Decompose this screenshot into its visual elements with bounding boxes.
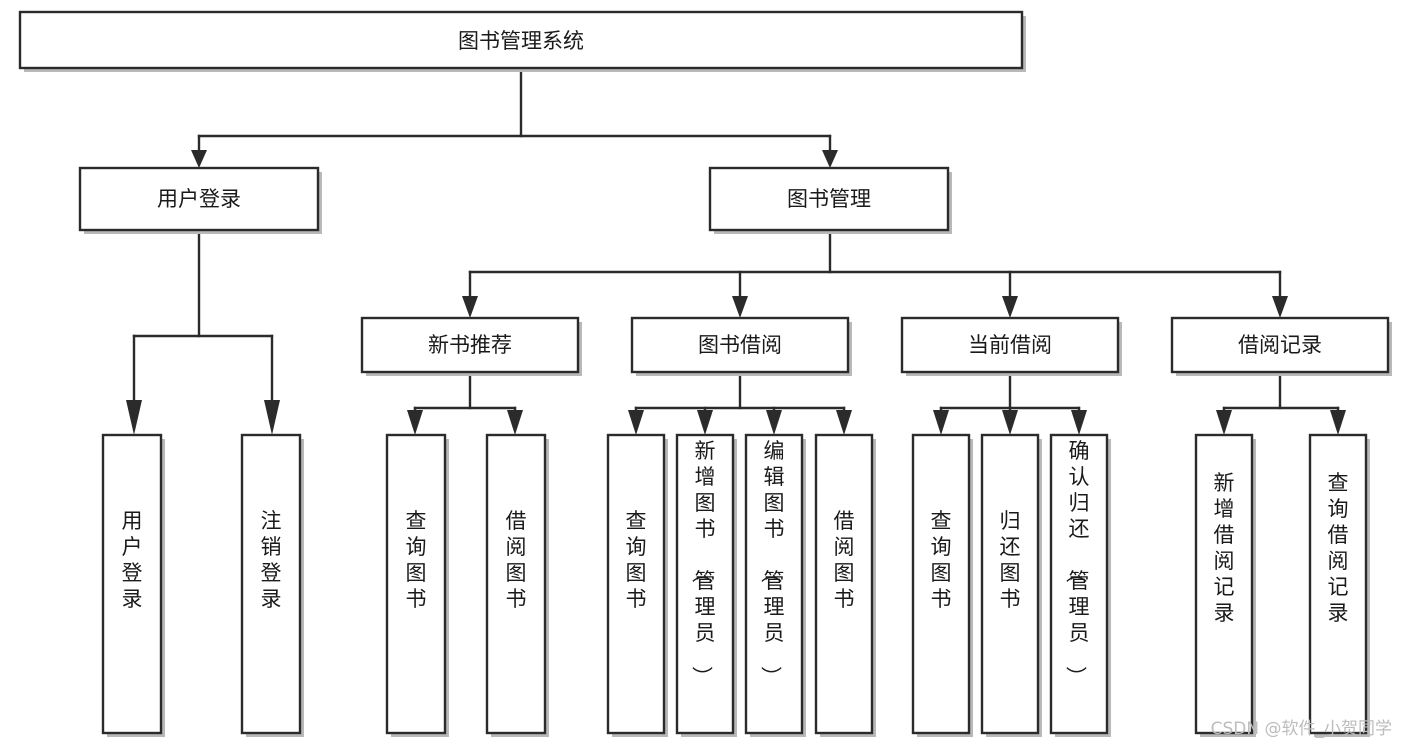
arrowhead-current-borrow <box>1002 296 1018 318</box>
arrowhead-bb-leaf4 <box>836 410 852 435</box>
leaf-bb2-label: 新增图书（管理员） <box>690 439 716 687</box>
book-borrow-box[interactable] <box>630 316 850 374</box>
leaf-bb3-box[interactable] <box>744 433 804 735</box>
root-label: 图书管理系统 <box>458 29 584 53</box>
arrowhead-cb-leaf3 <box>1071 410 1087 435</box>
book-management-box[interactable] <box>708 166 950 232</box>
leaf-bb1-box[interactable] <box>606 433 666 735</box>
leaf-cb1-label: 查询图书 <box>931 509 952 611</box>
leaf-bb4-box[interactable] <box>814 433 874 735</box>
leaf-cb2-box[interactable] <box>980 433 1040 735</box>
new-book-recommend-label: 新书推荐 <box>428 333 512 357</box>
connector-layer <box>126 66 1346 435</box>
arrowhead-bb-leaf1 <box>628 410 644 435</box>
node-new-book-recommend[interactable]: 新书推荐 <box>360 316 582 376</box>
node-current-borrow[interactable]: 当前借阅 <box>900 316 1122 376</box>
arrowhead-ul-leaf1 <box>126 400 142 435</box>
node-book-management[interactable]: 图书管理 <box>708 166 952 234</box>
leaf-ul2-label: 注销登录 <box>261 509 282 611</box>
leaf-cb2-label: 归还图书 <box>1000 509 1021 611</box>
leaf-nbr2-box[interactable] <box>485 433 547 735</box>
arrowhead-book-mgmt <box>822 150 838 168</box>
leaf-br1-box[interactable] <box>1194 433 1254 735</box>
leaf-bb3-label: 编辑图书（管理员） <box>759 439 785 687</box>
leaf-cb1-box[interactable] <box>911 433 971 735</box>
leaf-br1-label: 新增借阅记录 <box>1214 471 1235 625</box>
arrowhead-ul-leaf2 <box>264 400 280 435</box>
leaf-new-book-borrow[interactable]: 借阅图书 <box>485 433 549 737</box>
node-book-borrow[interactable]: 图书借阅 <box>630 316 852 376</box>
arrowhead-new-book <box>462 296 478 318</box>
leaf-book-borrow-edit[interactable]: 编辑图书（管理员） <box>744 433 806 737</box>
leaf-bb4-label: 借阅图书 <box>834 509 855 611</box>
arrowhead-bb-leaf3 <box>766 410 782 435</box>
leaf-book-borrow-add[interactable]: 新增图书（管理员） <box>675 433 737 737</box>
node-borrow-record[interactable]: 借阅记录 <box>1170 316 1392 376</box>
arrowhead-cb-leaf2 <box>1002 410 1018 435</box>
arrowhead-bb-leaf2 <box>697 410 713 435</box>
leaf-current-borrow-confirm-return[interactable]: 确认归还（管理员） <box>1049 433 1111 737</box>
current-borrow-label: 当前借阅 <box>968 333 1052 357</box>
leaf-cb3-box[interactable] <box>1049 433 1109 735</box>
leaf-current-borrow-query[interactable]: 查询图书 <box>911 433 973 737</box>
arrowhead-book-borrow <box>732 296 748 318</box>
csdn-watermark: CSDN @软件_小贺同学 <box>1211 719 1392 739</box>
current-borrow-box[interactable] <box>900 316 1120 374</box>
arrowhead-br-leaf2 <box>1330 410 1346 435</box>
leaf-ul1-label: 用户登录 <box>122 509 143 611</box>
leaf-bb2-box[interactable] <box>675 433 735 735</box>
leaf-br2-box[interactable] <box>1308 433 1368 735</box>
borrow-record-box[interactable] <box>1170 316 1390 374</box>
user-login-box[interactable] <box>78 166 320 232</box>
leaf-ul2-box[interactable] <box>240 433 302 735</box>
node-root-book-management-system[interactable]: 图书管理系统 <box>18 10 1026 72</box>
leaf-nbr1-label: 查询图书 <box>406 509 427 611</box>
leaf-br2-label: 查询借阅记录 <box>1328 471 1349 625</box>
leaf-current-borrow-return[interactable]: 归还图书 <box>980 433 1042 737</box>
leaf-bb1-label: 查询图书 <box>626 509 647 611</box>
arrowhead-nbr-leaf1 <box>407 410 423 435</box>
leaf-book-borrow-borrow[interactable]: 借阅图书 <box>814 433 876 737</box>
new-book-recommend-box[interactable] <box>360 316 580 374</box>
arrowhead-br-leaf1 <box>1216 410 1232 435</box>
root-box[interactable] <box>18 10 1024 70</box>
leaf-new-book-query[interactable]: 查询图书 <box>385 433 449 737</box>
leaf-cb3-label: 确认归还（管理员） <box>1064 439 1090 687</box>
book-management-label: 图书管理 <box>787 187 871 211</box>
user-login-label: 用户登录 <box>157 187 241 211</box>
leaf-borrow-record-add[interactable]: 新增借阅记录 <box>1194 433 1256 737</box>
node-user-login[interactable]: 用户登录 <box>78 166 322 234</box>
arrowhead-cb-leaf1 <box>933 410 949 435</box>
leaf-nbr2-label: 借阅图书 <box>506 509 527 611</box>
arrowhead-nbr-leaf2 <box>507 410 523 435</box>
leaf-nbr1-box[interactable] <box>385 433 447 735</box>
leaf-user-login-login[interactable]: 用户登录 <box>101 433 165 737</box>
leaf-user-login-logout[interactable]: 注销登录 <box>240 433 304 737</box>
borrow-record-label: 借阅记录 <box>1238 333 1322 357</box>
arrowhead-user-login <box>191 150 207 168</box>
leaf-borrow-record-query[interactable]: 查询借阅记录 <box>1308 433 1370 737</box>
leaf-ul1-box[interactable] <box>101 433 163 735</box>
arrowhead-borrow-record <box>1272 296 1288 318</box>
leaf-book-borrow-query[interactable]: 查询图书 <box>606 433 668 737</box>
book-borrow-label: 图书借阅 <box>698 333 782 357</box>
